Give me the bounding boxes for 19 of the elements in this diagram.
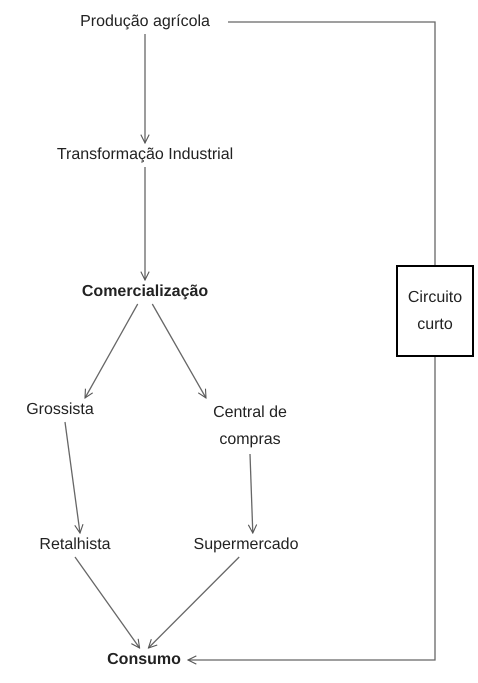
node-text: Circuito curto (406, 288, 464, 335)
arrow (64, 422, 84, 534)
node-text: Produção agrícola (80, 12, 210, 32)
arrow (248, 454, 258, 534)
node-text: Transformação Industrial (56, 145, 234, 166)
arrow (187, 357, 436, 665)
node-text: Supermercado (194, 535, 298, 556)
stage-label (396, 265, 474, 357)
node-text: Consumo (107, 650, 181, 670)
arrow (84, 304, 138, 399)
arrow (152, 304, 207, 399)
node-text: Central de compras (212, 402, 288, 450)
arrow (140, 167, 150, 281)
node-text: Grossista (26, 400, 94, 420)
arrow (74, 556, 140, 649)
arrow (148, 556, 240, 649)
node-text: Retalhista (39, 535, 111, 556)
node-text: Comercialização (82, 282, 208, 302)
arrow (140, 34, 150, 144)
